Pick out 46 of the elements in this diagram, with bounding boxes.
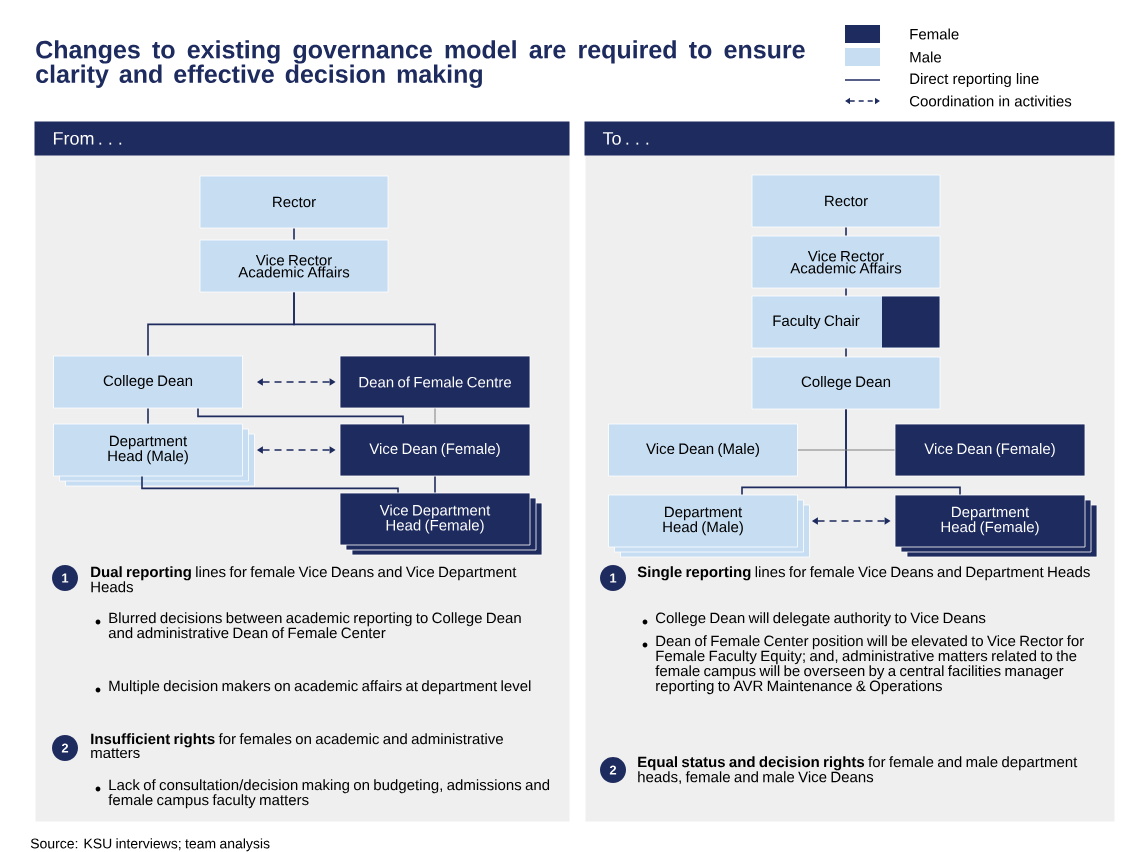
note-text: Lack of consultation/decision making on budgeting, admissions and female campus faculty matters [108,779,550,809]
note-text: Source: KSU interviews; team analysis [30,838,270,852]
org-box: College Dean [751,356,941,410]
callout-number: 1 [600,565,626,591]
note-text: Insufficient rights for females on academic and administrative matters [91,733,503,759]
note-text: College Dean will delegate authority to Vice Deans [656,612,986,627]
reporting-line [845,287,847,297]
reporting-line [293,291,436,357]
note-text: Equal status and decision rights for female and male department heads, female and male Vice Deans [638,756,1078,785]
legend-label: Direct reporting line [910,73,1039,87]
org-box: Department Head (Male) [608,494,810,558]
legend-label: Male [910,51,942,63]
org-box: Vice Rector Academic Affairs [199,239,389,293]
legend-label: Female [910,28,959,40]
callout-number: 2 [52,735,78,761]
title: Changes to existing governance model are required to ensure clarity and effective decision making [36,40,805,89]
org-box: Dean of Female Centre [339,355,531,409]
callout-number: 1 [52,565,78,591]
org-box: Department Head (Male) [53,423,255,487]
reporting-line [147,407,149,425]
note-text: Single reporting lines for female Vice Deans and Department Heads [637,566,1090,581]
note-text: Multiple decision makers on academic affairs at department level [109,680,531,695]
org-box: Faculty Chair [751,295,941,349]
reporting-line [845,226,847,237]
note-text: Blurred decisions between academic reporting to College Dean and administrative Dean of Female Center [108,612,521,639]
org-box: Vice Dean (Female) [339,423,531,477]
callout-number: 2 [600,757,626,783]
note-text: Dean of Female Center position will be elevated to Vice Rector for Female Faculty Equity; and, administrative matters related to the female campus will be overseen by a central facilities manager reporting to AVR Maintenance & Operations [655,635,1084,695]
org-box: Vice Department Head (Female) [339,492,543,556]
reporting-line [293,227,295,241]
org-box: Vice Dean (Male) [608,423,798,477]
org-box: College Dean [53,355,243,409]
reporting-line [434,475,436,494]
reporting-line [845,408,961,496]
org-box: Rector [199,175,389,229]
org-box: Rector [751,174,941,228]
org-box: Department Head (Female) [894,494,1098,558]
reporting-line [797,449,896,451]
note-text: Dual reporting lines for female Vice Deans and Vice Department Heads [91,566,517,593]
legend-label: Coordination in activities [910,95,1072,107]
reporting-line [845,347,847,358]
reporting-line [434,407,436,425]
reporting-line [141,475,399,494]
org-box: Vice Dean (Female) [894,423,1086,477]
org-box: Vice Rector Academic Affairs [751,235,941,289]
reporting-line [197,407,404,425]
